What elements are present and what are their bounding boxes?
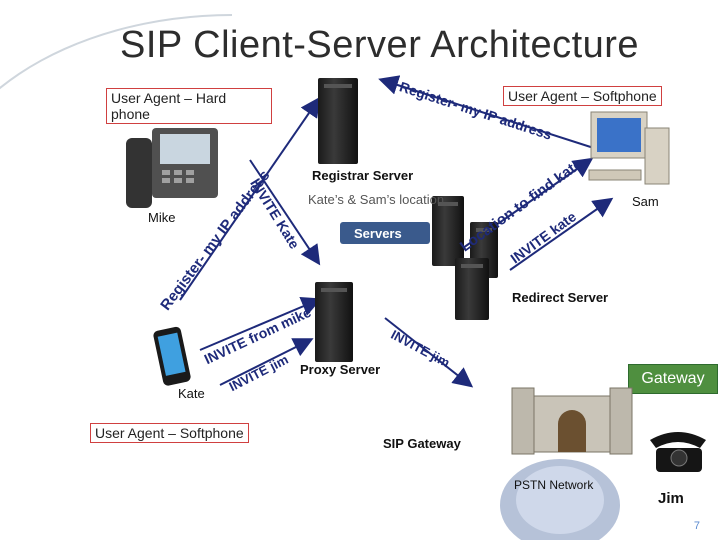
arrow-invite-jim-right — [384, 317, 474, 388]
registrar-server-icon — [318, 78, 358, 164]
mobile-phone-icon — [153, 326, 191, 386]
location-label: Kate’s & Sam’s location — [308, 192, 445, 207]
arrow-sam-registrar — [378, 75, 601, 151]
arrow-invite-kate-left — [249, 159, 321, 266]
mike-label: Mike — [148, 210, 176, 225]
ua-softphone-left-label: User Agent – Softphone — [90, 423, 249, 443]
pstn-label: PSTN Network — [514, 478, 594, 492]
redirect-server-icon — [455, 258, 489, 320]
telephone-icon — [650, 432, 706, 472]
redirect-server-label: Redirect Server — [512, 290, 609, 305]
arrow-invite-jim-left — [219, 338, 314, 386]
sip-gateway-label: SIP Gateway — [383, 436, 461, 451]
proxy-server-label: Proxy Server — [300, 362, 381, 377]
gateway-label: Gateway — [628, 364, 718, 394]
ua-softphone-right-label: User Agent – Softphone — [503, 86, 662, 106]
castle-gateway-icon — [511, 387, 633, 455]
server-tower-icon — [432, 196, 464, 266]
desk-phone-icon — [126, 128, 218, 208]
ua-hard-label: User Agent – Hard phone — [106, 88, 272, 124]
kate-label: Kate — [178, 386, 205, 401]
jim-label: Jim — [658, 490, 684, 507]
servers-label-box — [340, 222, 430, 244]
page-title: SIP Client-Server Architecture — [120, 24, 640, 66]
sam-label: Sam — [632, 194, 659, 209]
computer-icon — [588, 111, 670, 185]
servers-label: Servers — [354, 226, 402, 241]
page-number: 7 — [693, 520, 700, 532]
arrow-invite-kate-right — [509, 197, 614, 271]
proxy-server-icon — [315, 282, 353, 362]
arrow-mike-registrar — [179, 96, 321, 301]
arrow-invite-from-mike — [199, 297, 322, 351]
registrar-label: Registrar Server — [312, 168, 414, 183]
